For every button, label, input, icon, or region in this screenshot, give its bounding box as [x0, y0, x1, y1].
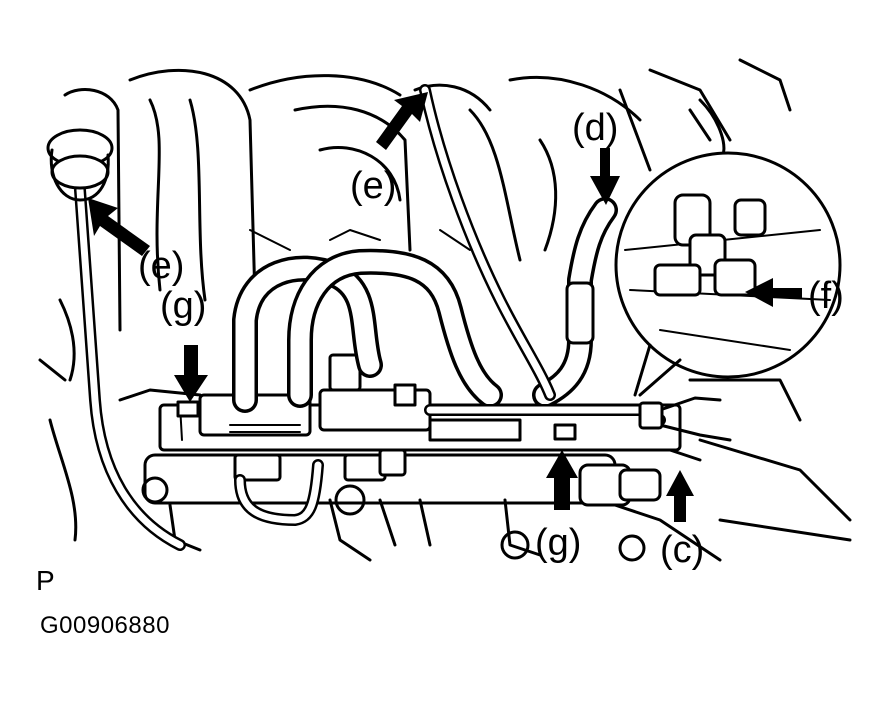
corner-mark: P: [36, 565, 55, 596]
callout-e-top: (e): [350, 165, 396, 207]
callout-f: (f): [808, 275, 844, 317]
left-cap: [46, 128, 114, 202]
arrows: [88, 92, 802, 522]
arrow-e-left: [88, 198, 150, 256]
vsv-bracket: [158, 353, 682, 482]
callout-e-left: (e): [138, 245, 184, 287]
callout-c: (c): [660, 529, 704, 571]
arrow-e-top: [376, 92, 428, 150]
vacuum-hoses: [74, 84, 732, 551]
arrow-d: [590, 148, 620, 205]
callout-g-left: (g): [160, 285, 206, 327]
figure-id: G00906880: [40, 612, 170, 639]
callout-d: (d): [572, 107, 618, 149]
callout-g-bottom: (g): [535, 522, 581, 564]
arrow-f: [745, 278, 802, 307]
arrow-g-left: [174, 345, 208, 402]
detail-magnifier: [614, 151, 842, 397]
engine-background-contours: [38, 58, 852, 562]
arrow-c: [666, 470, 694, 522]
arrow-g-bottom: [546, 450, 578, 510]
